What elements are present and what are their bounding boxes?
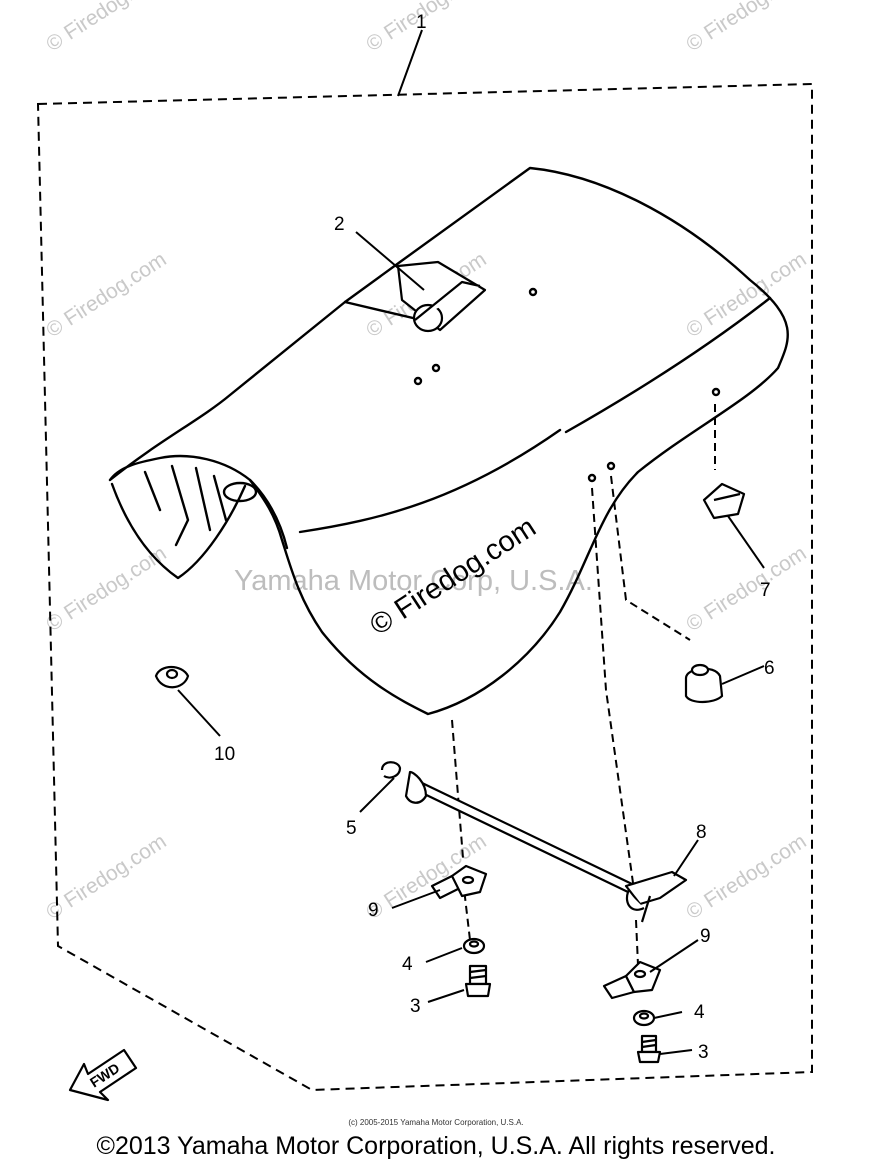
seat-outline (108, 166, 789, 716)
watermark-text: © Firedog.com (682, 830, 810, 924)
callouts: 1 2 7 6 10 5 8 9 9 4 3 4 3 (214, 12, 775, 1063)
watermark-text: © Firedog.com (682, 0, 810, 56)
callout-number: 4 (694, 1002, 705, 1023)
seat-inner-rim (248, 478, 289, 550)
callout-number: 7 (760, 580, 771, 601)
seat-hole (606, 461, 616, 471)
seat-seam (298, 428, 562, 534)
copyright-notice: ©2013 Yamaha Motor Corporation, U.S.A. A… (96, 1132, 776, 1160)
seat-drawing (108, 166, 789, 716)
bolt-part (636, 1034, 662, 1064)
seat-rib (212, 474, 228, 522)
clip-part (380, 761, 402, 779)
callout-number: 10 (214, 744, 235, 765)
watermark-text: © Firedog.com (42, 248, 170, 342)
assembly-boundary (36, 82, 813, 1092)
watermark-text: © Firedog.com (42, 0, 170, 56)
callout-number: 6 (764, 658, 775, 679)
seat-inner-rim (110, 482, 247, 580)
small-copyright: (c) 2005-2015 Yamaha Motor Corporation, … (348, 1118, 524, 1127)
seat-rib (194, 466, 212, 532)
callout-number: 3 (698, 1042, 709, 1063)
strap-part (396, 260, 487, 333)
callout-number: 8 (696, 822, 707, 843)
seat-seam (564, 296, 772, 434)
callout-number: 4 (402, 954, 413, 975)
seat-hole (528, 287, 538, 297)
seat-hole (587, 473, 597, 483)
seat-hole (413, 376, 423, 386)
callout-number: 2 (334, 214, 345, 235)
seat-hole (222, 481, 258, 503)
watermark-text: © Firedog.com (682, 248, 810, 342)
leader-lines (177, 29, 765, 1055)
bracket-part (430, 864, 488, 900)
watermark-text: © Firedog.com (42, 830, 170, 924)
seat-rib (170, 464, 190, 547)
seat-lock-rod-part (404, 770, 688, 923)
seat-hole (711, 387, 721, 397)
assembly-lines (451, 404, 716, 966)
damper-pad-part (702, 482, 746, 520)
watermark-text: © Firedog.com (42, 542, 170, 636)
callout-number: 1 (416, 12, 427, 33)
watermark-text: © Firedog.com (682, 542, 810, 636)
callout-number: 9 (700, 926, 711, 947)
fwd-arrow-icon: FWD (68, 1048, 138, 1102)
seat-rib (143, 470, 162, 512)
callout-number: 3 (410, 996, 421, 1017)
washer-part (462, 937, 486, 955)
callout-number: 5 (346, 818, 357, 839)
bolt-part (464, 964, 492, 998)
seat-hole (431, 363, 441, 373)
callout-number: 9 (368, 900, 379, 921)
damper-front-part (154, 665, 190, 689)
owner-watermark: Yamaha Motor Corp, U.S.A. (234, 565, 593, 597)
damper-part (684, 663, 724, 704)
bracket-part (602, 960, 662, 1000)
washer-part (632, 1009, 656, 1027)
